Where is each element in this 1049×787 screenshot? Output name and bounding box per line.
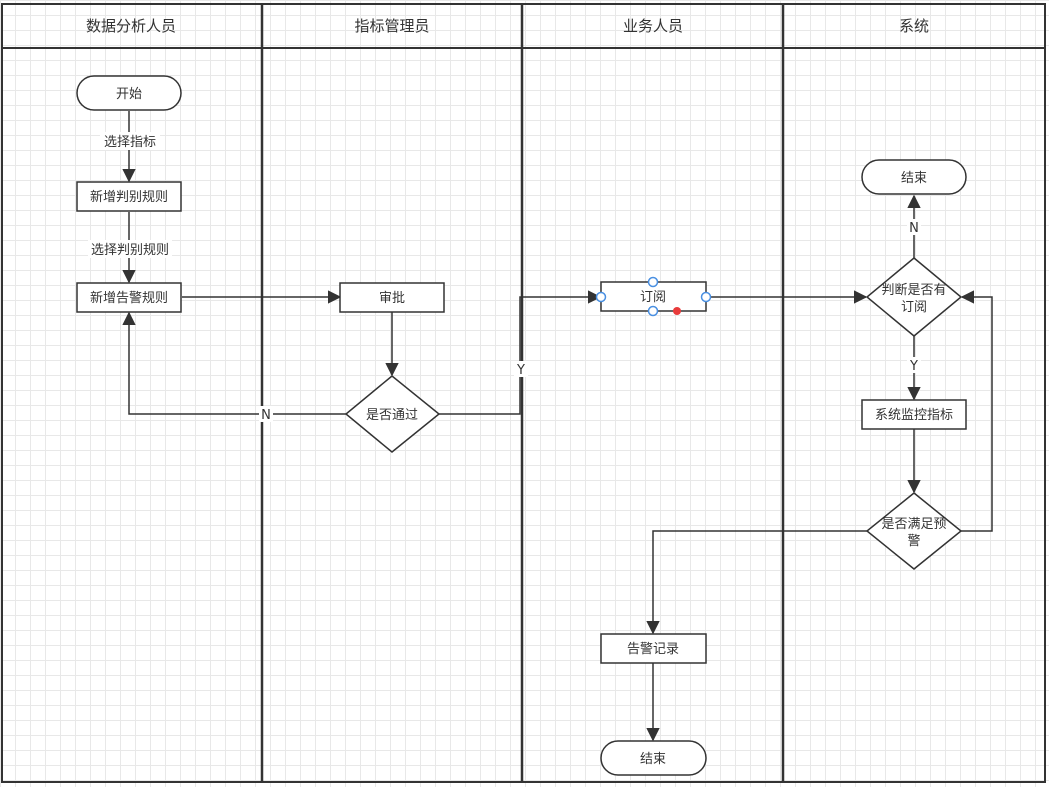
node-passed-label: 是否通过 bbox=[366, 408, 418, 423]
node-add-alert-rule[interactable]: 新增告警规则 bbox=[76, 282, 182, 313]
lane-header-business[interactable]: 业务人员 bbox=[623, 17, 683, 35]
edge-passed-no[interactable] bbox=[122, 311, 346, 415]
connection-handle-left[interactable] bbox=[595, 291, 607, 303]
edge-passed-yes[interactable] bbox=[439, 290, 602, 415]
edge-label-bg bbox=[259, 406, 273, 422]
edge-label-bg bbox=[88, 240, 172, 258]
node-has-subscription-decision[interactable]: 判断是否有 订阅 bbox=[865, 257, 963, 337]
lane-header-system[interactable]: 系统 bbox=[899, 17, 929, 35]
connection-handle-bottom[interactable] bbox=[647, 305, 659, 317]
node-alert-record[interactable]: 告警记录 bbox=[600, 633, 707, 664]
node-passed-decision[interactable]: 是否通过 bbox=[344, 375, 441, 453]
edge-label-select-judge-rule: 选择判别规则 bbox=[91, 243, 169, 258]
node-start[interactable]: 开始 bbox=[76, 75, 182, 111]
edge-label-bg bbox=[100, 132, 160, 150]
node-monitor-label: 系统监控指标 bbox=[875, 408, 953, 423]
swimlane-pool bbox=[1, 3, 1046, 783]
node-subscribe-label: 订阅 bbox=[640, 290, 666, 305]
edge-label-no: N bbox=[909, 221, 919, 236]
connection-handle-top[interactable] bbox=[647, 276, 659, 288]
selection-point-dot[interactable] bbox=[673, 307, 681, 315]
node-meets-alert-decision[interactable]: 是否满足预 警 bbox=[865, 492, 963, 570]
node-end-system[interactable]: 结束 bbox=[861, 159, 967, 195]
edge-label-select-metric: 选择指标 bbox=[104, 135, 156, 150]
edge-label-bg bbox=[907, 357, 921, 373]
node-add-judge-rule[interactable]: 新增判别规则 bbox=[76, 181, 182, 212]
node-end-system-label: 结束 bbox=[901, 171, 927, 186]
lane-header-manager[interactable]: 指标管理员 bbox=[354, 17, 429, 35]
node-end-business[interactable]: 结束 bbox=[600, 740, 707, 776]
edge-meets-alert-loop[interactable] bbox=[960, 290, 993, 532]
edge-label-yes: Y bbox=[516, 363, 525, 378]
connection-handle-right[interactable] bbox=[700, 291, 712, 303]
edge-label-yes: Y bbox=[909, 359, 918, 374]
node-approve-label: 审批 bbox=[379, 291, 405, 306]
node-alert-record-label: 告警记录 bbox=[627, 641, 679, 657]
node-end-business-label: 结束 bbox=[640, 752, 666, 767]
edge-meets-alert-to-record[interactable] bbox=[646, 530, 867, 635]
edge-label-bg bbox=[514, 361, 528, 377]
node-meets-alert-label-line2: 警 bbox=[907, 533, 920, 549]
edge-label-bg bbox=[907, 219, 921, 235]
node-subscribe[interactable]: 订阅 bbox=[595, 276, 712, 317]
node-has-subscription-label-line1: 判断是否有 bbox=[881, 283, 946, 298]
edge-label-no: N bbox=[261, 408, 271, 423]
lane-header-analyst[interactable]: 数据分析人员 bbox=[86, 17, 176, 35]
node-has-subscription-label-line2: 订阅 bbox=[901, 300, 927, 315]
node-add-alert-rule-label: 新增告警规则 bbox=[90, 290, 168, 306]
node-start-label: 开始 bbox=[116, 87, 142, 102]
node-meets-alert-label-line1: 是否满足预 bbox=[881, 517, 946, 532]
node-add-judge-rule-label: 新增判别规则 bbox=[90, 189, 168, 205]
node-monitor[interactable]: 系统监控指标 bbox=[861, 399, 967, 430]
node-approve[interactable]: 审批 bbox=[339, 282, 445, 313]
